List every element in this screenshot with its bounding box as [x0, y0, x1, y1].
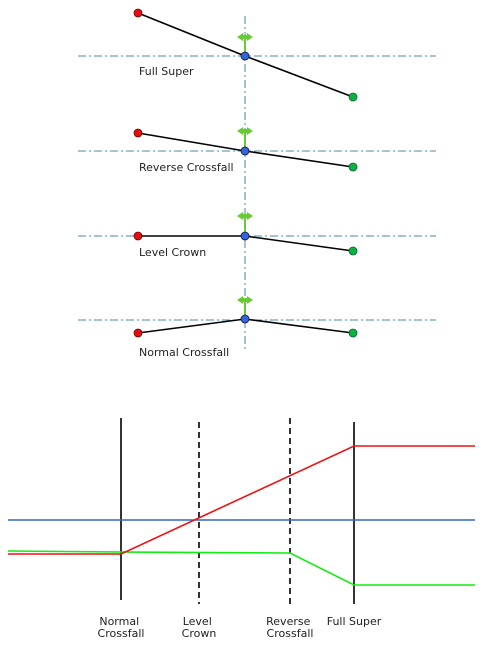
left-edge-point: [133, 328, 143, 338]
left-edge-point: [133, 8, 143, 18]
left-edge-point: [133, 231, 143, 241]
station-label-reverse-crossfall: Reverse Crossfall: [266, 615, 314, 640]
section-label: Reverse Crossfall: [139, 161, 234, 174]
station-label-normal-crossfall: Normal Crossfall: [98, 615, 145, 640]
center-point: [240, 231, 250, 241]
right-edge-point: [348, 162, 358, 172]
right-edge-point: [348, 92, 358, 102]
transition-diagram: Normal Crossfall Level Crown Reverse Cro…: [7, 418, 475, 640]
section-full-super: Full Super: [78, 8, 436, 102]
section-level-crown: Level Crown: [78, 212, 436, 259]
station-label-full-super: Full Super: [327, 615, 382, 628]
center-point: [240, 146, 250, 156]
left-edge-profile: [8, 445, 475, 555]
center-point: [240, 51, 250, 61]
section-normal-crossfall: Normal Crossfall: [78, 296, 436, 359]
right-edge-point: [348, 328, 358, 338]
section-label: Level Crown: [139, 246, 206, 259]
center-point: [240, 314, 250, 324]
section-label: Full Super: [139, 65, 194, 78]
left-edge-point: [133, 128, 143, 138]
right-edge-profile: [7, 550, 475, 586]
section-reverse-crossfall: Reverse Crossfall: [78, 127, 436, 174]
cross-sections: Full Super Reverse Crossfall: [78, 8, 436, 359]
section-label: Normal Crossfall: [139, 346, 229, 359]
right-edge-point: [348, 246, 358, 256]
station-label-level-crown: Level Crown: [182, 615, 217, 640]
